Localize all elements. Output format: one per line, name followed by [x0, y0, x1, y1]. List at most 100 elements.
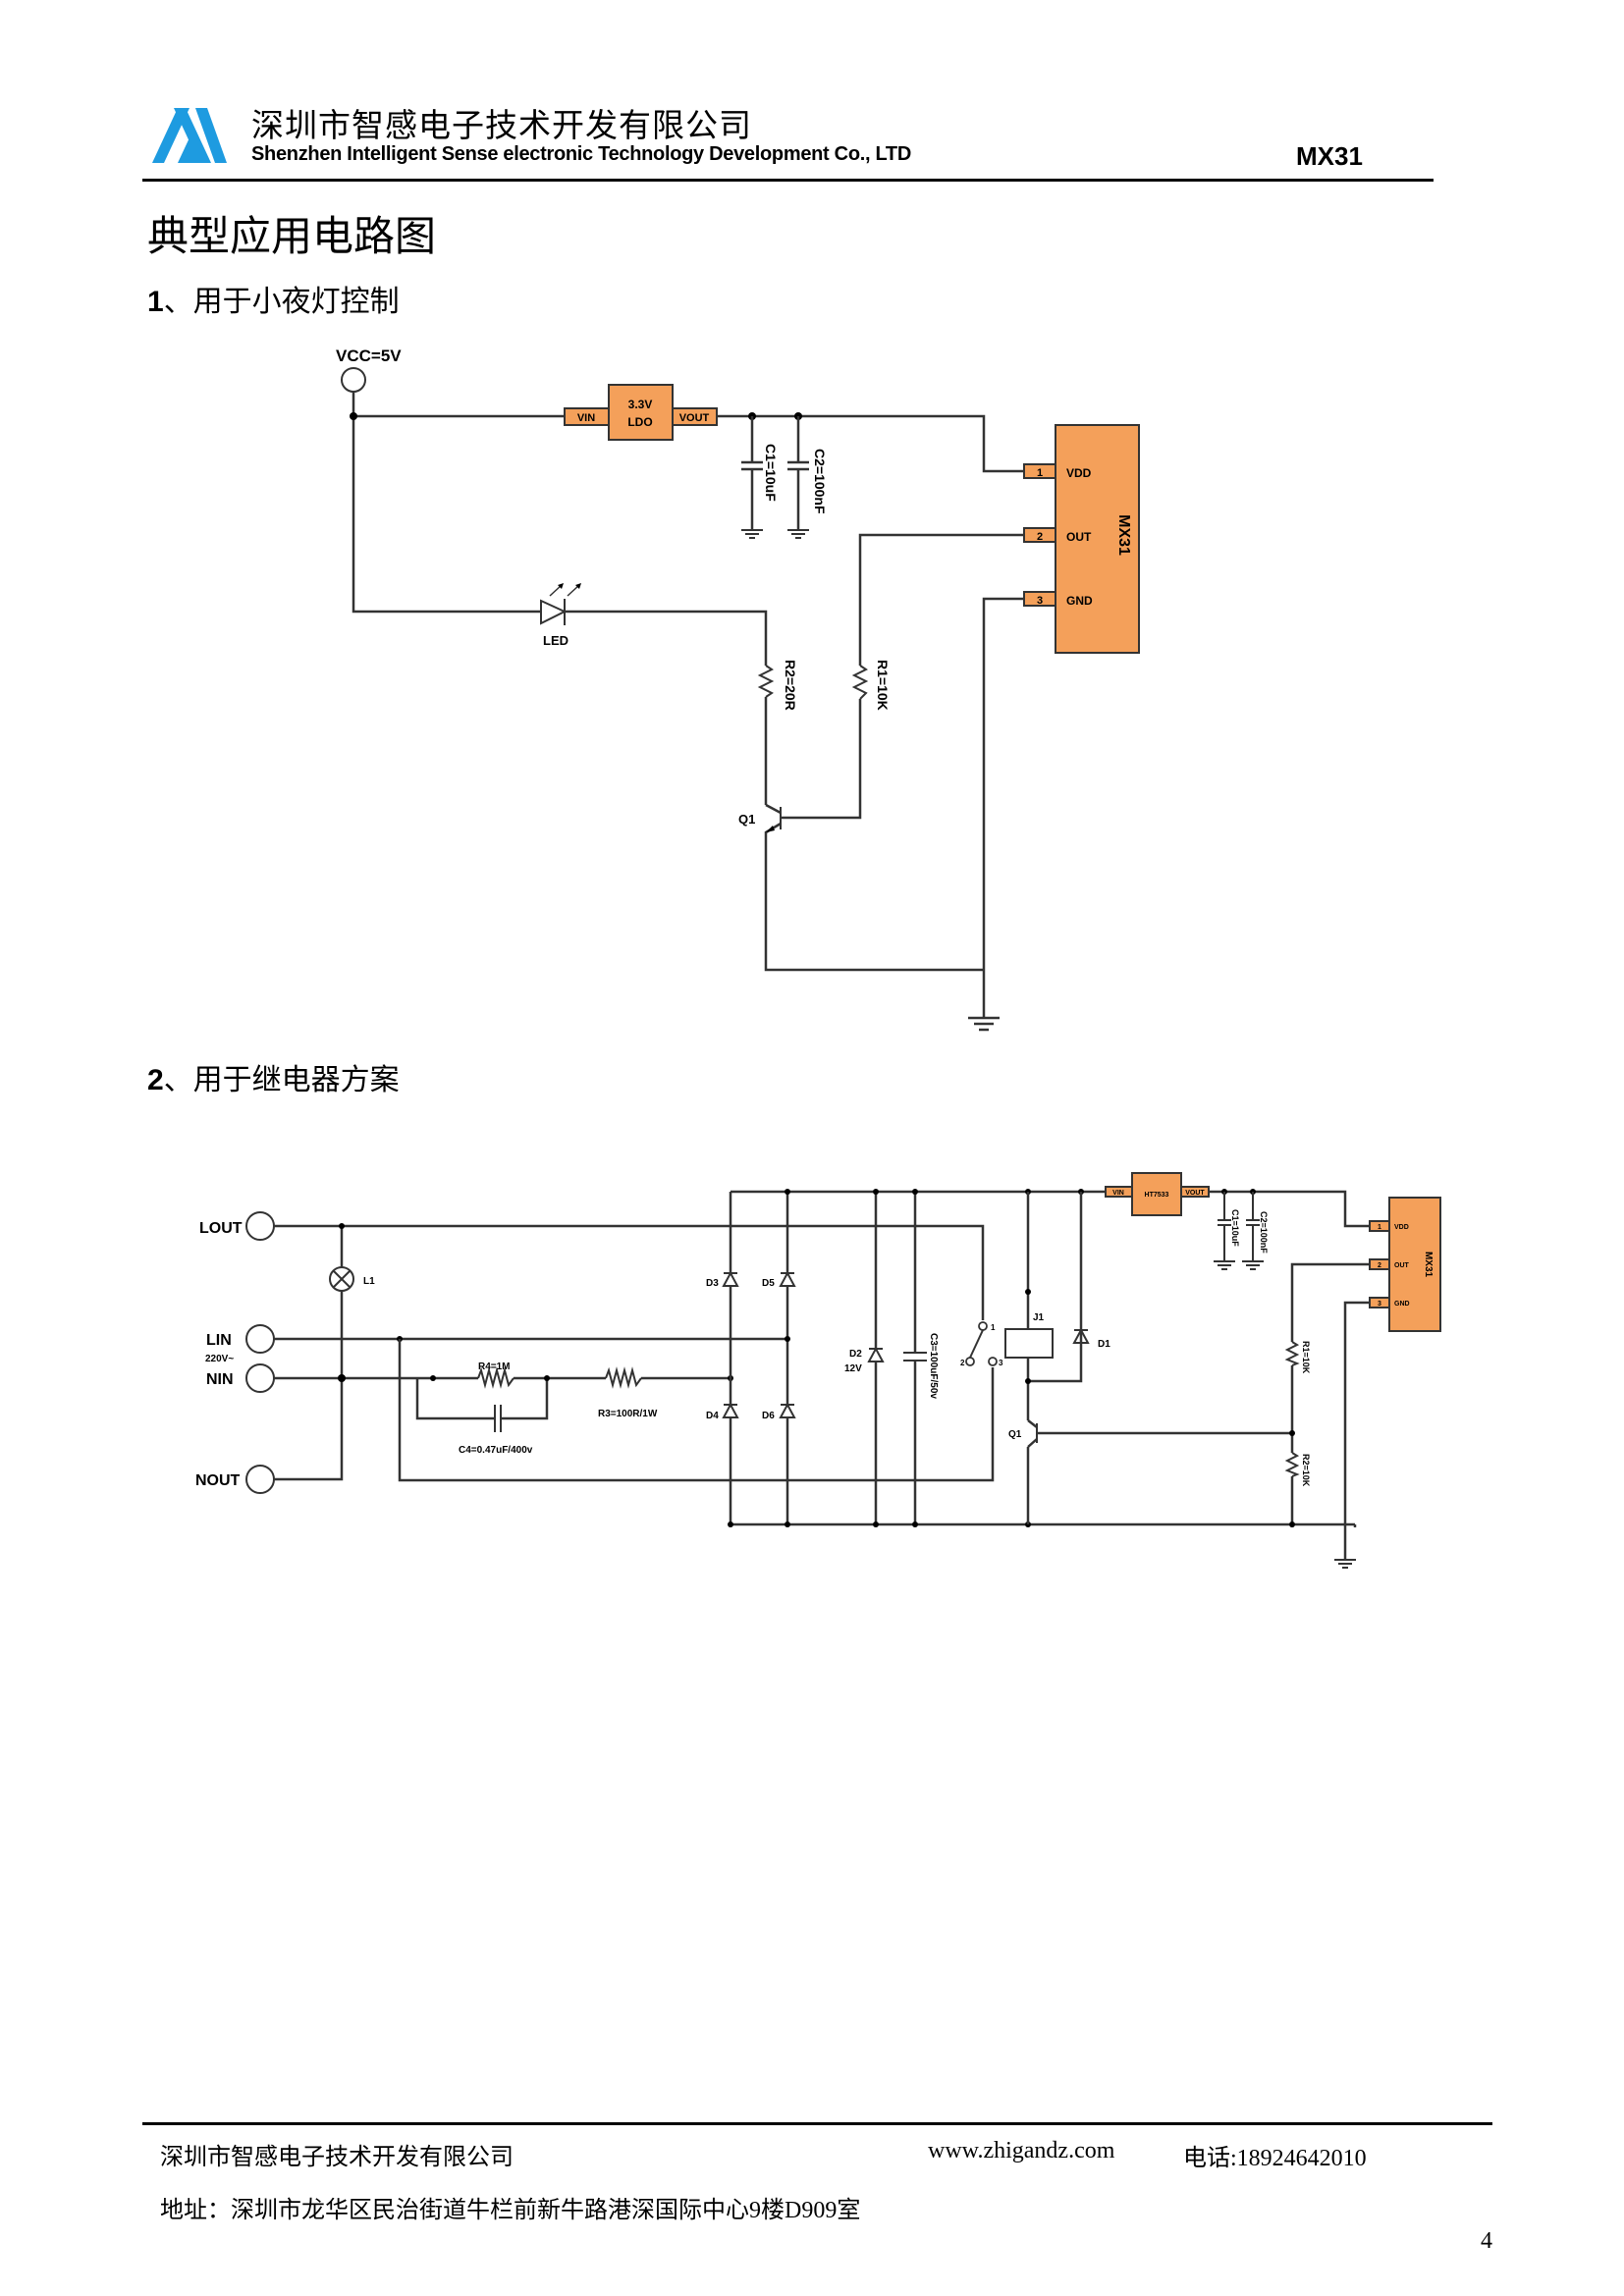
svg-text:1: 1 — [1378, 1224, 1381, 1231]
svg-text:VOUT: VOUT — [1185, 1190, 1205, 1197]
d3-diode — [722, 1270, 739, 1287]
svg-text:3.3V: 3.3V — [628, 398, 653, 411]
ldo-ht7533: VIN HT7533 VOUT — [1105, 1172, 1210, 1216]
relay-switch: 1 2 3 — [960, 1321, 1003, 1367]
nout-label: NOUT — [195, 1472, 241, 1489]
mx31-ic: 1 2 3 VDD OUT GND MX31 — [1023, 424, 1140, 654]
r4-label: R4=1M — [478, 1362, 511, 1372]
footer-phone: 电话:18924642010 — [1183, 2146, 1367, 2171]
section2-number: 2 — [147, 1064, 164, 1096]
svg-text:GND: GND — [1066, 594, 1093, 608]
svg-text:3: 3 — [1378, 1301, 1381, 1308]
svg-text:VIN: VIN — [577, 412, 595, 424]
led — [540, 583, 581, 625]
j1-relay-coil — [1004, 1328, 1054, 1359]
mx31-ic-2: 1 2 3 VDD OUT GND MX31 — [1369, 1197, 1441, 1332]
q1-transistor — [764, 803, 984, 972]
footer-divider — [142, 2122, 1492, 2125]
d3-label: D3 — [706, 1278, 719, 1289]
svg-text:3: 3 — [999, 1359, 1003, 1367]
l1-lamp — [329, 1266, 354, 1292]
r1-resistor — [851, 665, 869, 700]
svg-text:3: 3 — [1037, 595, 1043, 607]
vcc-label: VCC=5V — [336, 347, 402, 365]
d1-label: D1 — [1098, 1339, 1110, 1350]
r2b-label: R2=10K — [1301, 1454, 1311, 1487]
c1-label: C1=10uF — [763, 444, 779, 502]
c3-label: C3=100uF/50v — [928, 1333, 939, 1399]
r1-label: R1=10K — [875, 660, 891, 711]
footer-website-link[interactable]: www.zhigandz.com — [928, 2138, 1114, 2164]
d2-zener — [867, 1346, 885, 1362]
nout-terminal — [245, 1465, 275, 1494]
svg-text:OUT: OUT — [1394, 1262, 1410, 1269]
svg-text:MX31: MX31 — [1423, 1252, 1434, 1278]
svg-text:VIN: VIN — [1112, 1190, 1124, 1197]
header-model: MX31 — [1296, 141, 1363, 171]
r3-resistor — [605, 1366, 642, 1389]
lout-terminal — [245, 1211, 275, 1241]
voltage-label: 220V~ — [205, 1354, 234, 1364]
led-label: LED — [543, 633, 568, 648]
svg-text:VDD: VDD — [1066, 466, 1092, 480]
svg-text:MX31: MX31 — [1115, 514, 1132, 556]
d4-label: D4 — [706, 1411, 719, 1421]
header-company-cn: 深圳市智感电子技术开发有限公司 — [251, 106, 752, 144]
svg-text:HT7533: HT7533 — [1145, 1192, 1169, 1199]
svg-text:1: 1 — [991, 1323, 996, 1332]
c3-capacitor — [903, 1352, 927, 1362]
c2-label: C2=100nF — [812, 449, 828, 514]
section1-heading: 1、用于小夜灯控制 — [147, 285, 400, 320]
nin-terminal — [245, 1363, 275, 1393]
d6-diode — [779, 1402, 796, 1418]
svg-text:2: 2 — [960, 1359, 965, 1367]
lout-label: LOUT — [199, 1220, 243, 1237]
r1b-label: R1=10K — [1301, 1341, 1311, 1374]
svg-text:VOUT: VOUT — [679, 412, 710, 424]
svg-text:LDO: LDO — [627, 415, 652, 429]
circuit1: VCC=5V VIN 3.3V LDO VOUT C1=10uF C2=100n… — [336, 347, 1140, 1032]
nin-label: NIN — [206, 1371, 234, 1388]
circuit2: LOUT LIN 220V~ NIN NOUT L1 R4=1M C4=0.47… — [195, 1172, 1441, 1569]
d2-label: D2 — [849, 1349, 862, 1360]
l1-label: L1 — [363, 1276, 375, 1287]
svg-text:1: 1 — [1037, 467, 1043, 479]
section2-title: 、用于继电器方案 — [163, 1063, 400, 1097]
j1-label: J1 — [1033, 1312, 1045, 1323]
d6-label: D6 — [762, 1411, 775, 1421]
svg-text:OUT: OUT — [1066, 530, 1092, 544]
footer-company: 深圳市智感电子技术开发有限公司 — [160, 2145, 514, 2170]
r2-resistor — [757, 665, 775, 698]
svg-text:2: 2 — [1378, 1262, 1381, 1269]
c2b-label: C2=100nF — [1259, 1211, 1269, 1254]
r2b-resistor — [1284, 1452, 1300, 1477]
r3-label: R3=100R/1W — [598, 1409, 658, 1419]
section1-number: 1 — [147, 286, 164, 318]
d5-label: D5 — [762, 1278, 775, 1289]
page-title: 典型应用电路图 — [147, 212, 437, 260]
q2-transistor — [1027, 1419, 1292, 1448]
vcc-terminal — [341, 367, 366, 393]
svg-text:2: 2 — [1037, 531, 1043, 543]
section2-heading: 2、用于继电器方案 — [147, 1063, 400, 1098]
q2-label: Q1 — [1008, 1429, 1022, 1440]
website-text[interactable]: www.zhigandz.com — [928, 2138, 1115, 2163]
d5-diode — [779, 1270, 796, 1287]
d4-diode — [722, 1402, 739, 1418]
r2-label: R2=20R — [783, 660, 798, 711]
ldo-3v3: VIN 3.3V LDO VOUT — [564, 384, 718, 441]
page-number: 4 — [1481, 2228, 1492, 2254]
header-company-en: Shenzhen Intelligent Sense electronic Te… — [251, 143, 911, 165]
lin-terminal — [245, 1324, 275, 1354]
c1b-label: C1=10uF — [1230, 1209, 1240, 1247]
r1b-resistor — [1284, 1341, 1300, 1366]
company-logo — [152, 108, 227, 163]
c4-label: C4=0.47uF/400v — [459, 1445, 533, 1456]
svg-text:GND: GND — [1394, 1301, 1410, 1308]
r4-resistor — [477, 1366, 514, 1389]
section1-title: 、用于小夜灯控制 — [163, 285, 400, 319]
header-divider — [142, 179, 1434, 182]
footer-address: 地址：深圳市龙华区民治街道牛栏前新牛路港深国际中心9楼D909室 — [160, 2198, 861, 2223]
q1-label: Q1 — [738, 812, 755, 827]
